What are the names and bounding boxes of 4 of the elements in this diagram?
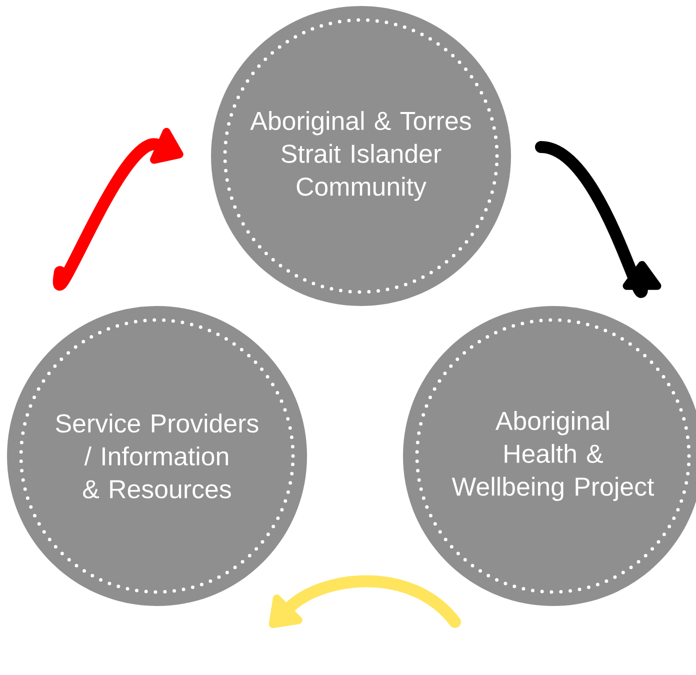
curved-arrow <box>268 575 461 628</box>
circle-node: Aboriginal & Torres Strait Islander Community <box>211 6 511 306</box>
circle-node: Service Providers / Information & Resources <box>7 306 307 606</box>
curved-arrow <box>52 128 184 290</box>
